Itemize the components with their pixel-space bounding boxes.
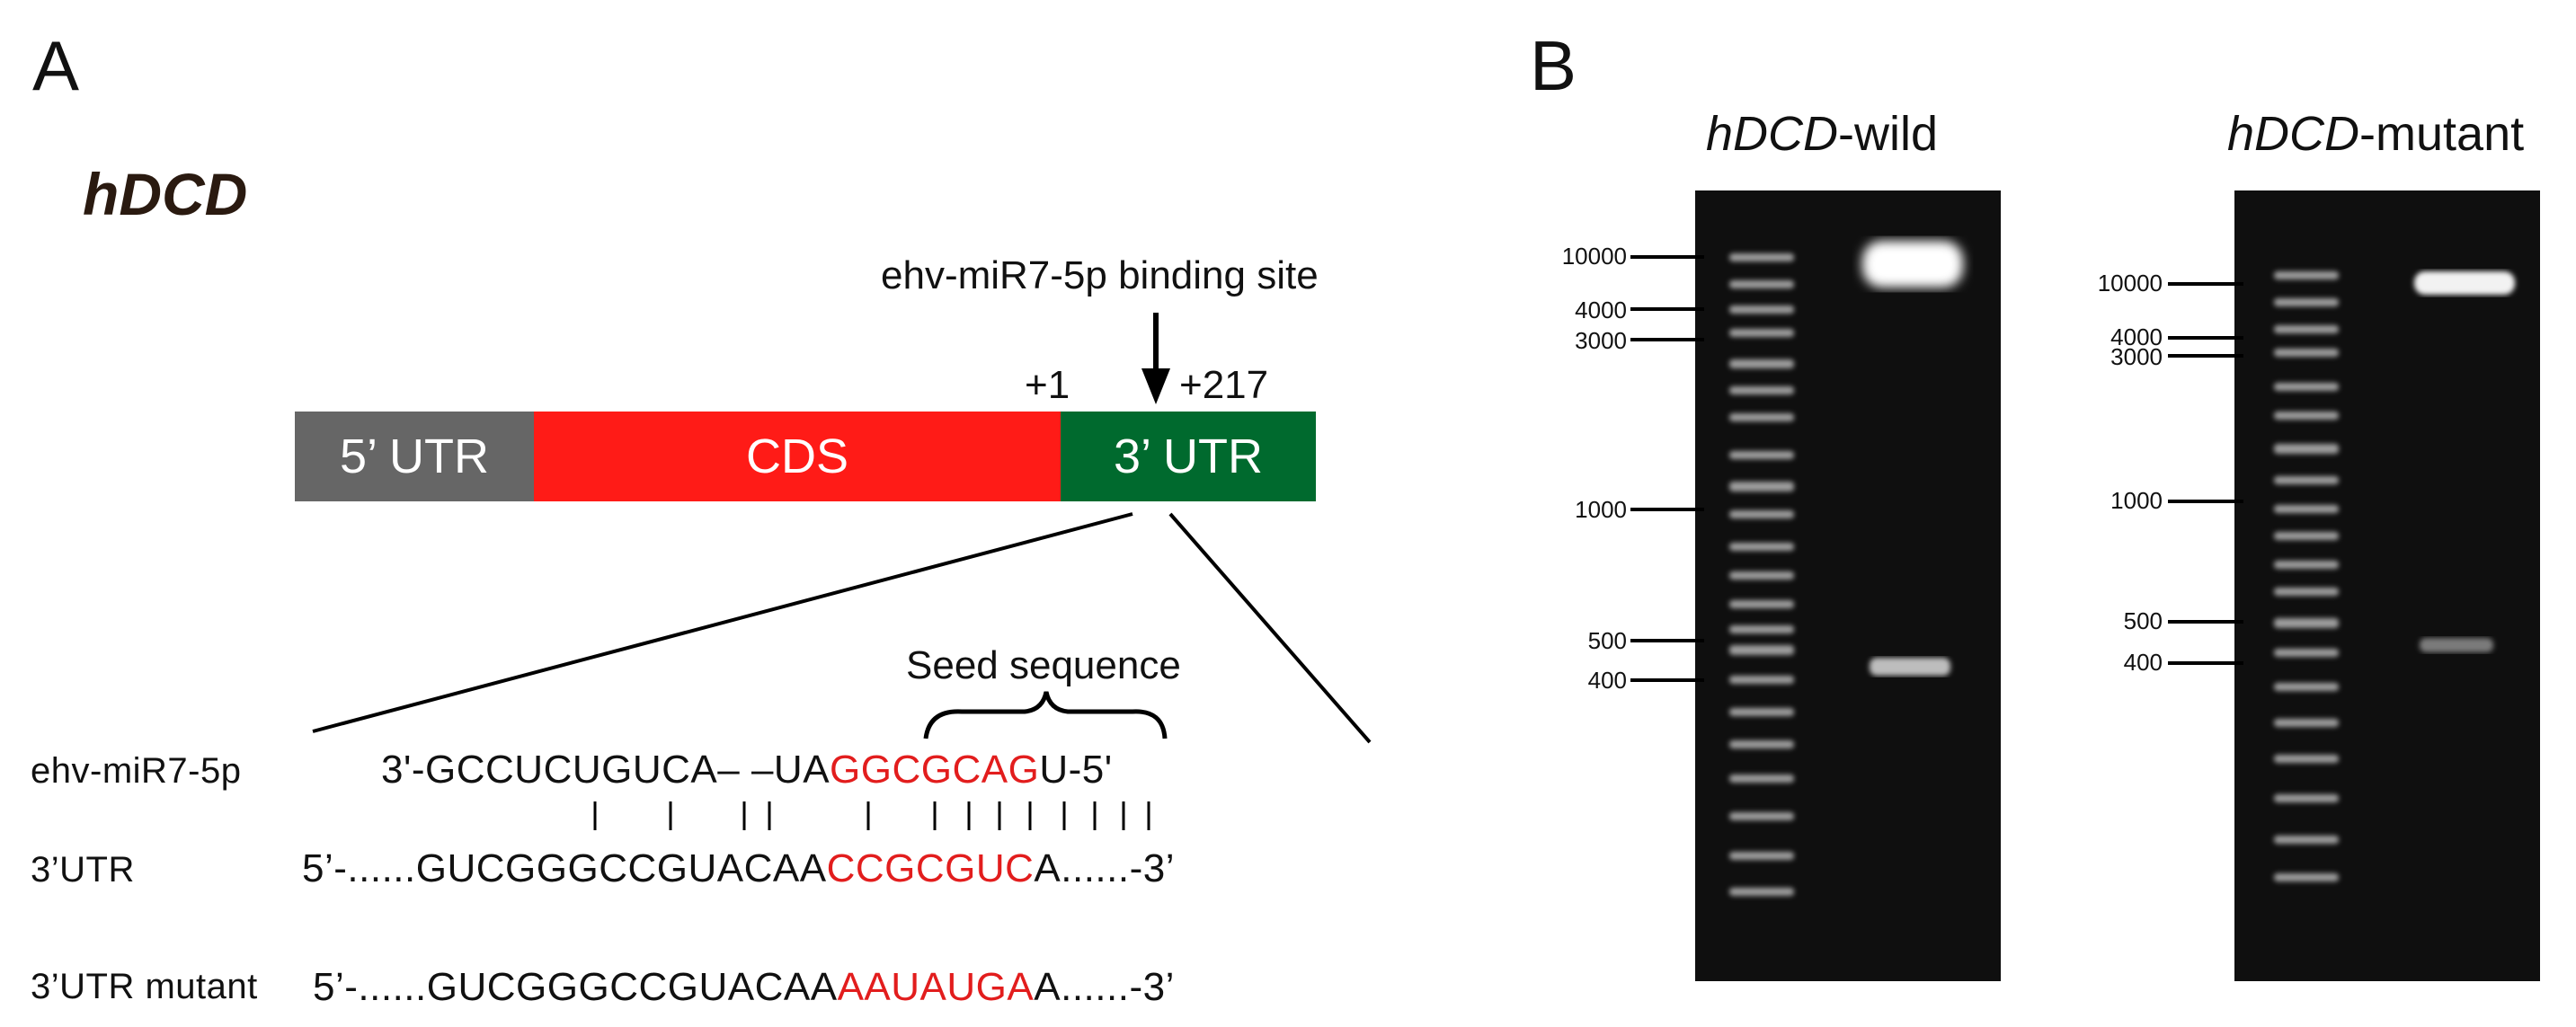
wild-tick-1000: [1630, 508, 1704, 511]
panel-a-graphics: [312, 313, 1372, 830]
mutant-tick-10000: [2168, 282, 2243, 286]
position-plus217: +217: [1179, 363, 1269, 407]
wild-tick-4000: [1630, 307, 1704, 311]
mut-sequence: 5’-......GUCGGGCCGUACAAAAUAUGAA......-3’: [313, 965, 1175, 1010]
utr-row-name: 3’UTR: [31, 850, 135, 890]
mir-row-name: ehv-miR7-5p: [31, 751, 242, 791]
wild-tick-3000: [1630, 338, 1704, 341]
utr-seed: CCGCGUC: [826, 846, 1035, 890]
wild-gel-image: [1695, 190, 2001, 981]
panel-a-label: A: [32, 26, 80, 105]
cds-label: CDS: [745, 429, 848, 483]
mutant-ladder-3000: 3000: [2110, 343, 2163, 370]
mutant-suffix: -mutant: [2359, 107, 2525, 161]
utr5-segment: 5’ UTR: [295, 412, 534, 501]
mut-row-name: 3’UTR mutant: [31, 967, 258, 1006]
mutant-tick-400: [2168, 661, 2243, 665]
mutant-ladder-1000: 1000: [2110, 487, 2163, 514]
mutant-tick-4000: [2168, 336, 2243, 340]
utr-seq-post: A......-3’: [1034, 846, 1175, 890]
seed-sequence-label: Seed sequence: [906, 643, 1181, 687]
utr-seq-pre: 5’-......GUCGGGCCGUACAA: [302, 846, 827, 890]
wild-ladder-3000: 3000: [1575, 327, 1627, 354]
mutant-ladder-500: 500: [2123, 607, 2163, 634]
wild-ladder-400: 400: [1587, 667, 1627, 694]
seed-brace: [923, 691, 1168, 739]
binding-site-label: ehv-miR7-5p binding site: [881, 253, 1319, 297]
gene-name: hDCD: [83, 161, 248, 227]
wild-ladder-500: 500: [1587, 627, 1627, 654]
mutant-gene-name: hDCD: [2227, 107, 2360, 161]
wild-tick-10000: [1630, 255, 1704, 259]
wild-tick-500: [1630, 639, 1704, 642]
mut-seed: AAUAUGA: [837, 965, 1035, 1009]
mutant-ladder-400: 400: [2123, 649, 2163, 676]
cds-segment: CDS: [534, 412, 1061, 501]
mutant-tick-500: [2168, 620, 2243, 624]
mutant-tick-3000: [2168, 354, 2243, 358]
wild-tick-400: [1630, 678, 1704, 682]
panel-b-label: B: [1530, 26, 1577, 105]
wild-gel-bands: [1729, 241, 1963, 896]
mutant-ladder-10000: 10000: [2097, 270, 2163, 297]
pairing-bars: [593, 801, 1150, 830]
mutant-gel-bands: [2274, 271, 2515, 881]
wild-gel-title: hDCD-wild: [1706, 106, 1938, 162]
binding-arrow-head: [1141, 368, 1170, 404]
mutant-ladder-4000: 4000: [2110, 323, 2163, 350]
zoom-line-right: [1168, 512, 1372, 744]
mir-seq-pre: 3'-GCCUCUGUCA– –UA: [381, 748, 831, 792]
wild-gene-name: hDCD: [1706, 107, 1839, 161]
utr-sequence: 5’-......GUCGGGCCGUACAACCGCGUCA......-3’: [302, 846, 1175, 891]
mut-seq-pre: 5’-......GUCGGGCCGUACAA: [313, 965, 838, 1009]
mutant-gel-image: [2234, 190, 2540, 981]
wild-ladder-10000: 10000: [1561, 243, 1627, 270]
wild-ladder-1000: 1000: [1575, 496, 1627, 523]
position-plus1: +1: [1025, 363, 1070, 407]
wild-suffix: -wild: [1838, 107, 1939, 161]
utr3-label: 3’ UTR: [1113, 429, 1263, 483]
utr3-segment: 3’ UTR: [1061, 412, 1316, 501]
mir-seed: GGCGCAG: [830, 748, 1040, 792]
mut-seq-post: A......-3’: [1034, 965, 1175, 1009]
mir-seq-post: U-5': [1039, 748, 1113, 792]
utr5-label: 5’ UTR: [339, 429, 489, 483]
wild-ladder-4000: 4000: [1575, 297, 1627, 323]
mutant-tick-1000: [2168, 500, 2243, 503]
mir-sequence: 3'-GCCUCUGUCA– –UAGGCGCAGU-5': [381, 748, 1113, 792]
mutant-gel-title: hDCD-mutant: [2227, 106, 2524, 162]
zoom-line-left: [312, 512, 1133, 733]
